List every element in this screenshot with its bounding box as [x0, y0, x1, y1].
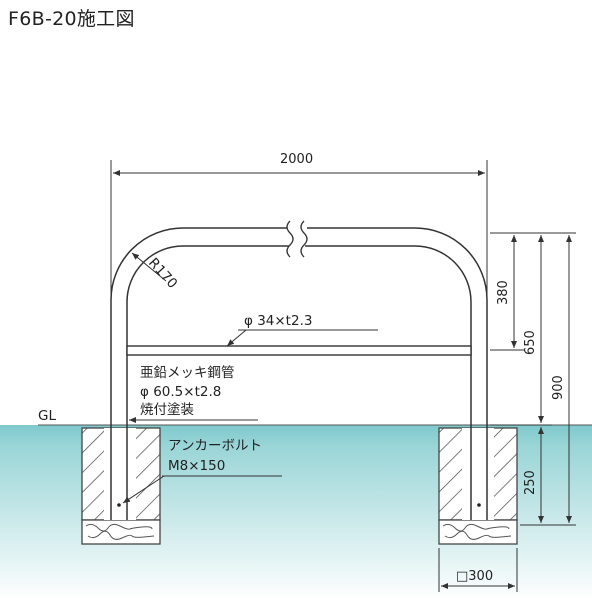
dim-extensions — [490, 232, 576, 526]
dim-380-text: 380 — [496, 280, 511, 305]
dim-250-text: 250 — [523, 470, 538, 495]
main-pipe-label-3: 焼付塗装 — [140, 401, 194, 418]
gl-label: GL — [38, 408, 56, 424]
dim-width — [110, 160, 488, 300]
foundation-right — [438, 427, 518, 545]
anchor-leader-arrow — [122, 475, 165, 504]
dim-300 — [438, 548, 518, 592]
crossbar-pipe-label: φ 34×t2.3 — [244, 313, 312, 329]
radius-label: R170 — [145, 255, 180, 292]
crossbar-leader-arrow — [226, 329, 247, 347]
radius-leader — [131, 252, 167, 282]
dim-650-text: 650 — [523, 330, 538, 355]
dim-900-text: 900 — [551, 375, 566, 400]
anchor-bolt-label-1: アンカーボルト — [168, 438, 262, 454]
dim-300-text: □300 — [456, 569, 493, 584]
main-pipe-label-2: φ 60.5×t2.8 — [140, 384, 221, 400]
crossbar-pipe — [126, 345, 472, 356]
anchor-bolts — [117, 503, 481, 507]
page-title: F6B-20施工図 — [8, 8, 135, 30]
main-pipe-label-1: 亜鉛メッキ鋼管 — [140, 365, 235, 381]
anchor-bolt-label-2: M8×150 — [168, 458, 225, 474]
dim-width-text: 2000 — [280, 152, 313, 167]
